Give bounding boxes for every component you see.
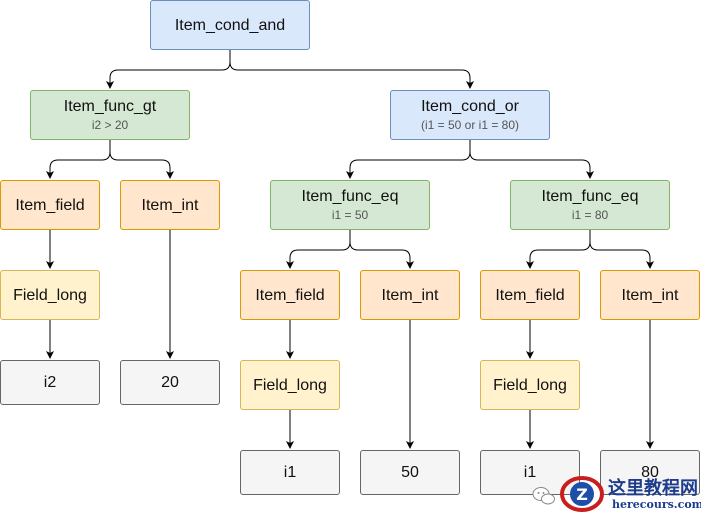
- node-value-80: 80: [600, 450, 700, 495]
- node-item-cond-and: Item_cond_and: [150, 0, 310, 50]
- node-item-field-gt: Item_field: [0, 180, 100, 230]
- node-value-50: 50: [360, 450, 460, 495]
- edge-gt-int: [109, 140, 174, 179]
- node-title: Item_func_eq: [541, 188, 639, 205]
- node-item-field-eq1: Item_field: [240, 270, 340, 320]
- node-title: Item_field: [255, 286, 325, 304]
- edge-eq2-int: [589, 230, 654, 269]
- svg-text:Z: Z: [576, 485, 588, 504]
- node-title: Item_int: [621, 286, 679, 304]
- node-title: Field_long: [493, 376, 567, 394]
- edge-or-eq2: [469, 140, 594, 179]
- node-title: 20: [161, 374, 179, 391]
- node-item-func-eq-2: Item_func_eq i1 = 80: [510, 180, 670, 230]
- watermark: Z 这里教程网 herecours.com: [528, 470, 701, 515]
- node-title: i2: [43, 374, 57, 391]
- node-item-cond-or: Item_cond_or (i1 = 50 or i1 = 80): [390, 90, 550, 140]
- edge-root-or: [229, 50, 474, 89]
- node-item-int-eq2: Item_int: [600, 270, 700, 320]
- node-title: Item_int: [141, 196, 199, 214]
- node-subtitle: (i1 = 50 or i1 = 80): [420, 118, 520, 132]
- node-title: Field_long: [13, 286, 87, 304]
- node-title: Item_field: [495, 286, 565, 304]
- node-subtitle: i1 = 50: [331, 208, 369, 222]
- node-title: Item_func_gt: [63, 98, 157, 115]
- node-title: Item_int: [381, 286, 439, 304]
- node-title: Item_cond_or: [421, 98, 519, 115]
- node-title: Field_long: [253, 376, 327, 394]
- node-subtitle: i1 = 80: [571, 208, 609, 222]
- node-subtitle: i2 > 20: [91, 118, 129, 132]
- node-item-func-gt: Item_func_gt i2 > 20: [30, 90, 190, 140]
- node-title: i1: [523, 464, 537, 481]
- node-title: i1: [283, 464, 297, 481]
- edge-eq1-int: [349, 230, 414, 269]
- node-item-func-eq-1: Item_func_eq i1 = 50: [270, 180, 430, 230]
- node-item-field-eq2: Item_field: [480, 270, 580, 320]
- site-logo-icon: Z: [560, 476, 604, 512]
- node-title: 80: [641, 464, 659, 481]
- watermark-url: herecours.com: [612, 498, 701, 511]
- node-value-i2: i2: [0, 360, 100, 405]
- wechat-icon: [532, 487, 555, 505]
- watermark-title: 这里教程网: [608, 478, 698, 499]
- node-field-long-eq1: Field_long: [240, 360, 340, 410]
- edge-root-gt: [106, 50, 231, 89]
- node-value-20: 20: [120, 360, 220, 405]
- edge-gt-field: [46, 140, 111, 179]
- node-field-long-gt: Field_long: [0, 270, 100, 320]
- edge-eq2-field: [526, 230, 591, 269]
- node-field-long-eq2: Field_long: [480, 360, 580, 410]
- node-value-i1-a: i1: [240, 450, 340, 495]
- node-title: Item_field: [15, 196, 85, 214]
- node-item-int-eq1: Item_int: [360, 270, 460, 320]
- node-item-int-gt: Item_int: [120, 180, 220, 230]
- node-title: Item_func_eq: [301, 188, 399, 205]
- edge-eq1-field: [286, 230, 351, 269]
- edge-or-eq1: [346, 140, 471, 179]
- node-title: 50: [401, 464, 419, 481]
- node-title: Item_cond_and: [174, 16, 286, 34]
